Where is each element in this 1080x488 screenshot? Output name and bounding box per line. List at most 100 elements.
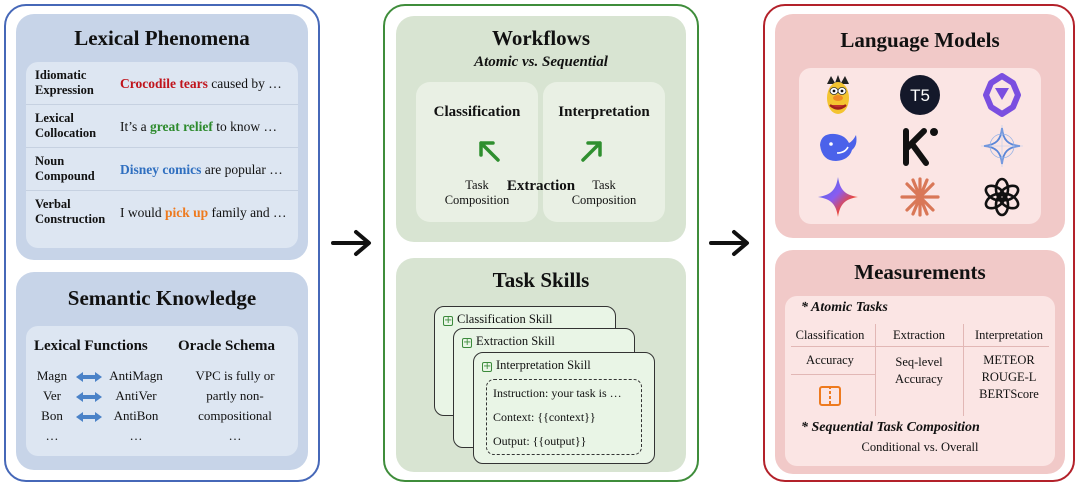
interpretation-task-label: Interpretation — [558, 104, 650, 120]
language-models-panel: Language Models T5 — [775, 14, 1065, 238]
measurements-panel: Measurements * Atomic Tasks Classificati… — [775, 250, 1065, 474]
right-arrow-icon — [709, 230, 749, 256]
skill-name: Classification Skill — [457, 312, 553, 326]
oracle-schema-heading: Oracle Schema — [178, 338, 276, 354]
right-arrow-icon — [331, 230, 371, 256]
qwen-icon — [983, 73, 1021, 117]
oracle-schema-line: partly non- — [206, 388, 264, 403]
plus-icon: + — [462, 337, 472, 348]
oracle-schema-line: … — [228, 428, 242, 443]
lexical-function-right: … — [129, 428, 143, 443]
language-models-title: Language Models — [840, 28, 1000, 52]
metric-label: Seq-level — [895, 355, 943, 369]
phenomenon-example: Crocodile tears caused by … — [120, 76, 282, 92]
composition-word: Composition — [444, 193, 510, 207]
semantic-knowledge-title: Semantic Knowledge — [67, 286, 257, 310]
deepseek-icon — [820, 133, 857, 161]
gemini-icon — [818, 177, 858, 217]
interpretation-column-header: Interpretation — [974, 328, 1044, 342]
phenomenon-row: Noun Compound Disney comics are popular … — [26, 148, 298, 191]
double-arrow-icon — [76, 392, 102, 402]
measurements-title: Measurements — [854, 260, 986, 284]
lexical-semantic-column: Lexical Phenomena Idiomatic Expression C… — [4, 4, 320, 482]
lexical-function-left: Bon — [41, 408, 63, 423]
extraction-column-header: Extraction — [892, 328, 946, 342]
column-divider — [963, 324, 964, 416]
task-skills-title: Task Skills — [492, 268, 590, 292]
task-skills-panel: Task Skills + Classification Skill + Extra… — [396, 258, 686, 472]
composition-word: Composition — [571, 193, 637, 207]
up-left-arrow-icon — [479, 141, 500, 162]
context-line: Context: {{context}} — [493, 410, 596, 424]
example-rest: caused by … — [207, 76, 282, 91]
measurements-content: * Atomic Tasks Classification Extraction… — [785, 296, 1055, 466]
double-arrow-icon — [76, 372, 102, 382]
row-divider — [791, 374, 875, 375]
phenomenon-row: Idiomatic Expression Crocodile tears cau… — [26, 62, 298, 105]
composition-word: Task — [592, 178, 616, 192]
openai-icon — [984, 177, 1020, 217]
interpretation-skill-card: + Interpretation Skill Instruction: your … — [473, 352, 655, 464]
workflows-subtitle: Atomic vs. Sequential — [474, 54, 608, 70]
skill-card-title: + Extraction Skill — [462, 334, 555, 349]
sequential-composition-heading: * Sequential Task Composition — [801, 420, 980, 435]
phenomenon-example: Disney comics are popular … — [120, 162, 283, 178]
workflows-panel: Workflows Atomic vs. Sequential Classifi… — [396, 16, 686, 242]
metric-label: Accuracy — [895, 372, 943, 386]
example-rest: to know … — [212, 119, 277, 134]
phenomenon-term: Idiomatic Expression — [35, 68, 94, 97]
split-columns-icon — [819, 386, 841, 406]
phenomenon-row: Lexical Collocation It’s a great relief … — [26, 105, 298, 148]
phenomenon-example: It’s a great relief to know … — [120, 119, 277, 135]
claude-icon — [900, 177, 940, 217]
sequential-note: Conditional vs. Overall — [861, 440, 979, 454]
lexical-phenomena-table: Idiomatic Expression Crocodile tears cau… — [26, 62, 298, 248]
kimi-icon — [903, 128, 938, 166]
t5-label: T5 — [910, 86, 930, 105]
phenomenon-term: Verbal Construction — [35, 197, 106, 226]
phenomenon-term: Lexical Collocation — [35, 111, 97, 140]
phenomenon-example: I would pick up family and … — [120, 205, 287, 221]
workflow-skills-column: Workflows Atomic vs. Sequential Classifi… — [383, 4, 699, 482]
bert-icon — [827, 75, 849, 114]
double-arrow-icon — [76, 412, 102, 422]
lexical-phenomena-title: Lexical Phenomena — [74, 26, 250, 50]
lexical-phenomena-panel: Lexical Phenomena Idiomatic Expression C… — [16, 14, 308, 260]
plus-icon: + — [443, 315, 453, 326]
highlight-phrase: pick up — [165, 205, 209, 220]
model-logo-grid: T5 — [799, 68, 1041, 224]
example-pre: It’s a — [120, 119, 150, 134]
oracle-schema-line: VPC is fully or — [195, 368, 275, 383]
atomic-tasks-heading: * Atomic Tasks — [801, 300, 888, 315]
extraction-task-label: Extraction — [506, 178, 576, 194]
instruction-line: Instruction: your task is … — [493, 386, 622, 400]
skill-name: Extraction Skill — [476, 334, 555, 348]
models-measurements-column: Language Models T5 — [763, 4, 1075, 482]
plus-icon: + — [482, 361, 492, 372]
workflows-title: Workflows — [491, 26, 590, 50]
oracle-schema-line: compositional — [198, 408, 272, 423]
metric-label: BERTScore — [979, 387, 1039, 401]
semantic-knowledge-content: Lexical Functions Oracle Schema Magn Ant… — [26, 326, 298, 456]
skill-name: Interpretation Skill — [496, 358, 591, 372]
highlight-phrase: Crocodile tears — [120, 76, 208, 91]
example-rest: family and … — [208, 205, 287, 220]
phenomenon-term: Noun Compound — [35, 154, 95, 183]
t5-icon: T5 — [900, 75, 940, 115]
column-divider — [875, 324, 876, 416]
lexical-function-left: … — [45, 428, 59, 443]
classification-task-label: Classification — [433, 104, 521, 120]
highlight-phrase: great relief — [150, 119, 213, 134]
composition-word: Task — [465, 178, 489, 192]
skill-card-title: + Classification Skill — [443, 312, 552, 327]
metric-label: METEOR — [983, 353, 1035, 367]
metric-label: ROUGE-L — [981, 370, 1037, 384]
example-pre: I would — [120, 205, 165, 220]
lexical-functions-heading: Lexical Functions — [34, 338, 148, 354]
output-line: Output: {{output}} — [493, 434, 587, 448]
lexical-function-left: Ver — [42, 388, 62, 403]
